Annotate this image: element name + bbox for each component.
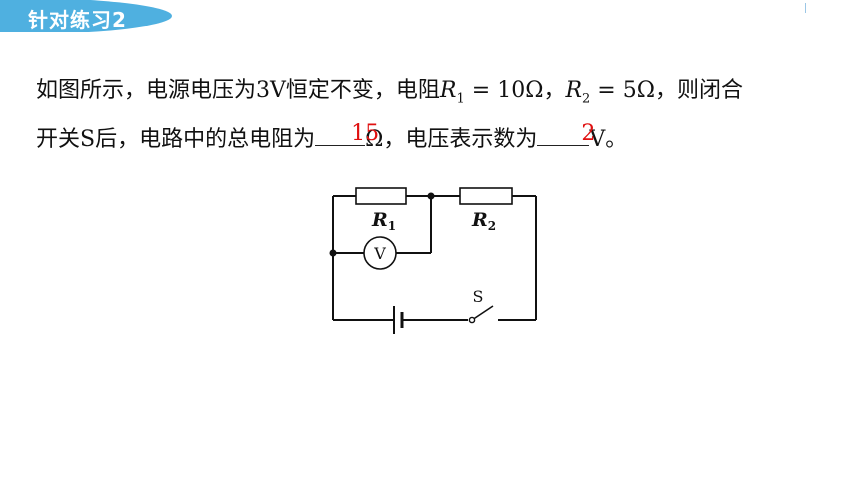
text-segment: 后，电路中的总电阻为 [95,127,316,152]
answer-blank-resistance: 15 [315,121,379,146]
answer-resistance: 15 [351,121,380,146]
r1-label: R1 [371,209,396,233]
answer-blank-voltage: 2 [537,121,595,146]
text-segment: ，电压表示数为 [383,127,538,152]
answer-voltage: 2 [581,121,596,146]
resistor-r1 [355,187,407,205]
junction-left [329,249,337,257]
text-segment: 开关 [36,127,81,152]
text-segment: 如图所示，电源电压为 [36,78,257,103]
problem-line-1: 如图所示，电源电压为3V恒定不变，电阻R1 = 10Ω，R2 = 5Ω，则闭合 [36,77,743,113]
r1-value: = 10Ω [464,78,544,103]
resistor-r2 [459,187,513,205]
r1-label-sub: 1 [388,219,396,233]
voltage-value: 3V [256,78,286,103]
r1-subscript: 1 [456,91,465,107]
corner-mark [805,3,806,13]
voltmeter [363,236,397,270]
junction-top [427,192,435,200]
switch-letter: S [80,127,96,152]
switch-contact [468,316,476,324]
switch-blade [471,305,494,321]
r2-label: R2 [471,209,496,233]
switch-label: S [473,287,484,306]
r2-label-sub: 2 [488,219,496,233]
r2-subscript: 2 [582,91,591,107]
r1-symbol: R [439,78,457,103]
text-segment: ，则闭合 [654,78,743,103]
text-segment: 。 [605,127,628,152]
separator: ， [543,78,566,103]
text-segment: 恒定不变，电阻 [285,78,440,103]
r2-value: = 5Ω [590,78,655,103]
unit-ohm: Ω [365,127,384,152]
section-badge-label: 针对练习2 [28,8,127,32]
unit-volt: V [589,127,606,152]
r2-symbol: R [565,78,583,103]
voltmeter-label: V [373,244,386,263]
